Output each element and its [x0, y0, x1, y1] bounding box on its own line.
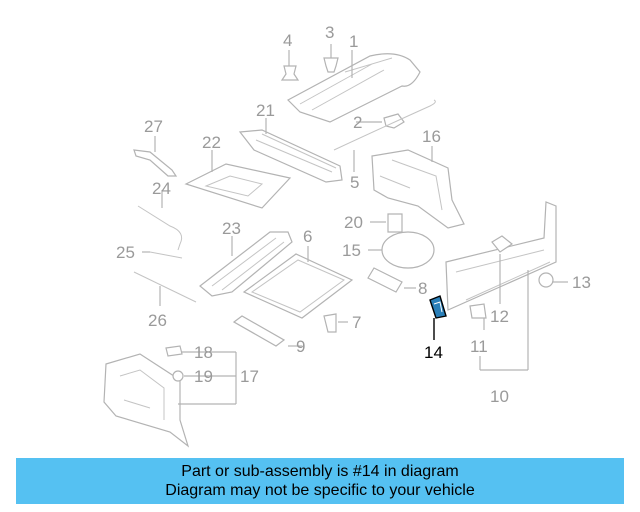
- callout-2: 2: [353, 113, 362, 132]
- banner-line-1: Part or sub-assembly is #14 in diagram: [181, 463, 459, 480]
- part-17-side-trim: [103, 353, 190, 448]
- part-12-clip: [491, 235, 514, 253]
- part-6-floor-mat: [242, 253, 354, 319]
- part-1-shelf: [287, 53, 421, 123]
- callout-20: 20: [344, 213, 363, 232]
- callout-19: 19: [194, 367, 213, 386]
- callout-14: 14: [424, 343, 443, 362]
- part-21-panel: [238, 129, 343, 183]
- callout-1: 1: [349, 32, 358, 51]
- callout-22: 22: [202, 133, 221, 152]
- callout-25: 25: [116, 243, 135, 262]
- callout-6: 6: [303, 227, 312, 246]
- part-23-jack: [199, 231, 293, 297]
- callout-8: 8: [418, 279, 427, 298]
- part-18-clip: [165, 345, 183, 357]
- banner-line-2: Diagram may not be specific to your vehi…: [165, 482, 475, 499]
- part-7-bracket: [323, 313, 337, 333]
- part-20-bracket: [387, 213, 403, 233]
- callout-4: 4: [283, 31, 292, 50]
- callout-16: 16: [422, 127, 441, 146]
- part-11-clip: [469, 303, 487, 319]
- callout-13: 13: [572, 273, 591, 292]
- part-8-pad: [367, 267, 403, 293]
- part-25-bolt: [149, 251, 183, 259]
- callout-26: 26: [148, 311, 167, 330]
- callout-23: 23: [222, 219, 241, 238]
- part-22-floor-cover: [184, 163, 292, 209]
- callout-11: 11: [470, 337, 488, 356]
- callout-10: 10: [490, 387, 509, 406]
- part-9-strip: [232, 315, 286, 347]
- parts-diagram: 1 2 3 4 5 6 7 8 9 10 11 12 13 14 15 16 1…: [103, 23, 591, 448]
- part-10-tail-panel: [445, 201, 557, 311]
- part-27-wrench: [133, 149, 178, 177]
- callout-12: 12: [490, 307, 509, 326]
- part-4-push-pin: [280, 65, 300, 81]
- part-19-screw: [172, 370, 184, 382]
- part-24-jack-handle: [137, 205, 183, 251]
- part-3-clip: [323, 57, 339, 73]
- callout-9: 9: [296, 337, 305, 356]
- callout-labels: 1 2 3 4 5 6 7 8 9 10 11 12 13 14 15 16 1…: [116, 23, 591, 406]
- callout-17: 17: [240, 367, 259, 386]
- part-5-weatherstrip: [333, 99, 436, 151]
- info-banner: Part or sub-assembly is #14 in diagram D…: [16, 458, 624, 504]
- part-26-rod: [133, 271, 197, 303]
- part-16-side-trim: [371, 149, 465, 229]
- leader-lines: [142, 44, 568, 405]
- callout-5: 5: [350, 173, 359, 192]
- callout-21: 21: [256, 101, 275, 120]
- callout-3: 3: [325, 23, 334, 42]
- part-15-seal-ring: [381, 231, 435, 269]
- callout-7: 7: [352, 313, 361, 332]
- callout-18: 18: [194, 343, 213, 362]
- callout-27: 27: [144, 117, 163, 136]
- part-14-highlighted: [429, 295, 447, 319]
- callout-15: 15: [342, 241, 361, 260]
- callout-24: 24: [152, 179, 171, 198]
- part-13-grommet: [538, 272, 554, 288]
